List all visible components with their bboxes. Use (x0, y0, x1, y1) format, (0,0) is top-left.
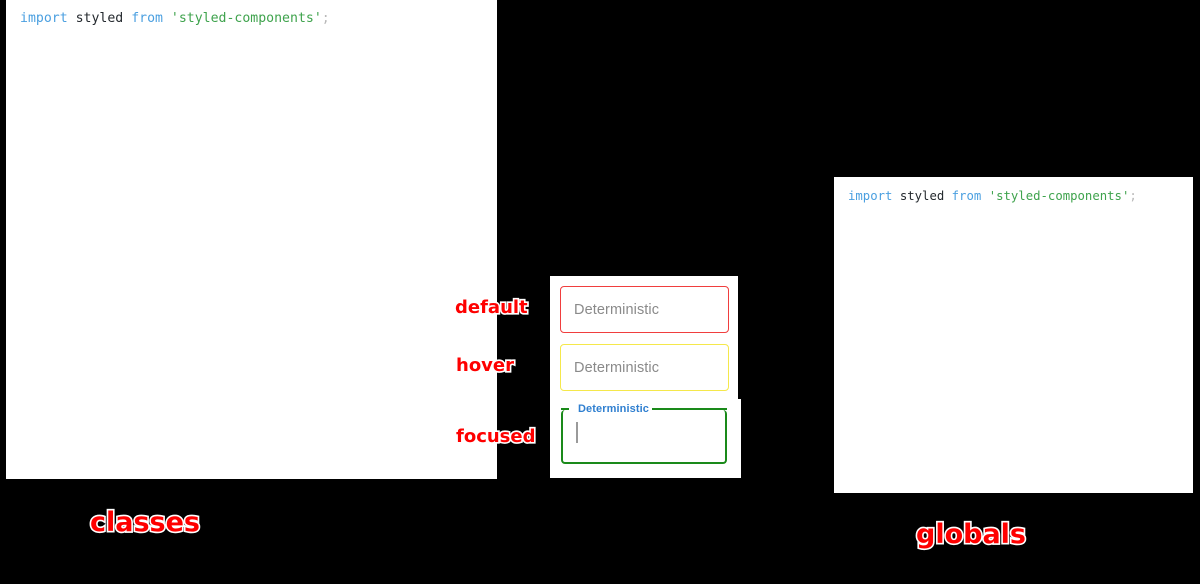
code-panel-globals: import styled from 'styled-components';i… (834, 177, 1193, 493)
code-token: styled (75, 11, 124, 26)
code-token (892, 189, 899, 203)
notch-segment-right (639, 408, 727, 410)
code-token: import (848, 189, 893, 203)
notch-segment-left (561, 408, 569, 410)
notched-outline (561, 408, 727, 410)
code-token (68, 11, 76, 26)
annotation-hover: hover (454, 353, 515, 377)
code-token: import (20, 11, 68, 26)
code-token: from (951, 189, 982, 203)
annotation-classes: classes (88, 505, 201, 539)
code-line: import styled from 'styled-components'; (20, 10, 483, 479)
textfield-hover[interactable]: Deterministic (560, 344, 729, 391)
code-token: ; (321, 11, 330, 26)
code-token (981, 189, 988, 203)
textfield-default[interactable]: Deterministic (560, 286, 729, 333)
code-line: import styled from 'styled-components'; (848, 187, 1179, 493)
code-token: from (131, 11, 163, 26)
code-token (123, 11, 131, 26)
textfield-focused[interactable]: Deterministic (561, 402, 727, 464)
textfield-hover-label: Deterministic (574, 359, 660, 376)
text-caret (576, 422, 578, 443)
textfield-default-label: Deterministic (574, 301, 660, 318)
annotation-globals: globals (914, 517, 1027, 551)
code-token: ; (1129, 189, 1137, 203)
code-token (944, 189, 951, 203)
annotation-default: default (453, 295, 529, 319)
annotation-focused: focused (454, 424, 537, 448)
code-token (163, 11, 171, 26)
code-token: 'styled-components' (170, 11, 322, 26)
textfield-focused-label: Deterministic (575, 402, 652, 416)
code-panel-classes: import styled from 'styled-components';i… (6, 0, 497, 479)
code-token: 'styled-components' (988, 189, 1130, 203)
code-token: styled (899, 189, 945, 203)
